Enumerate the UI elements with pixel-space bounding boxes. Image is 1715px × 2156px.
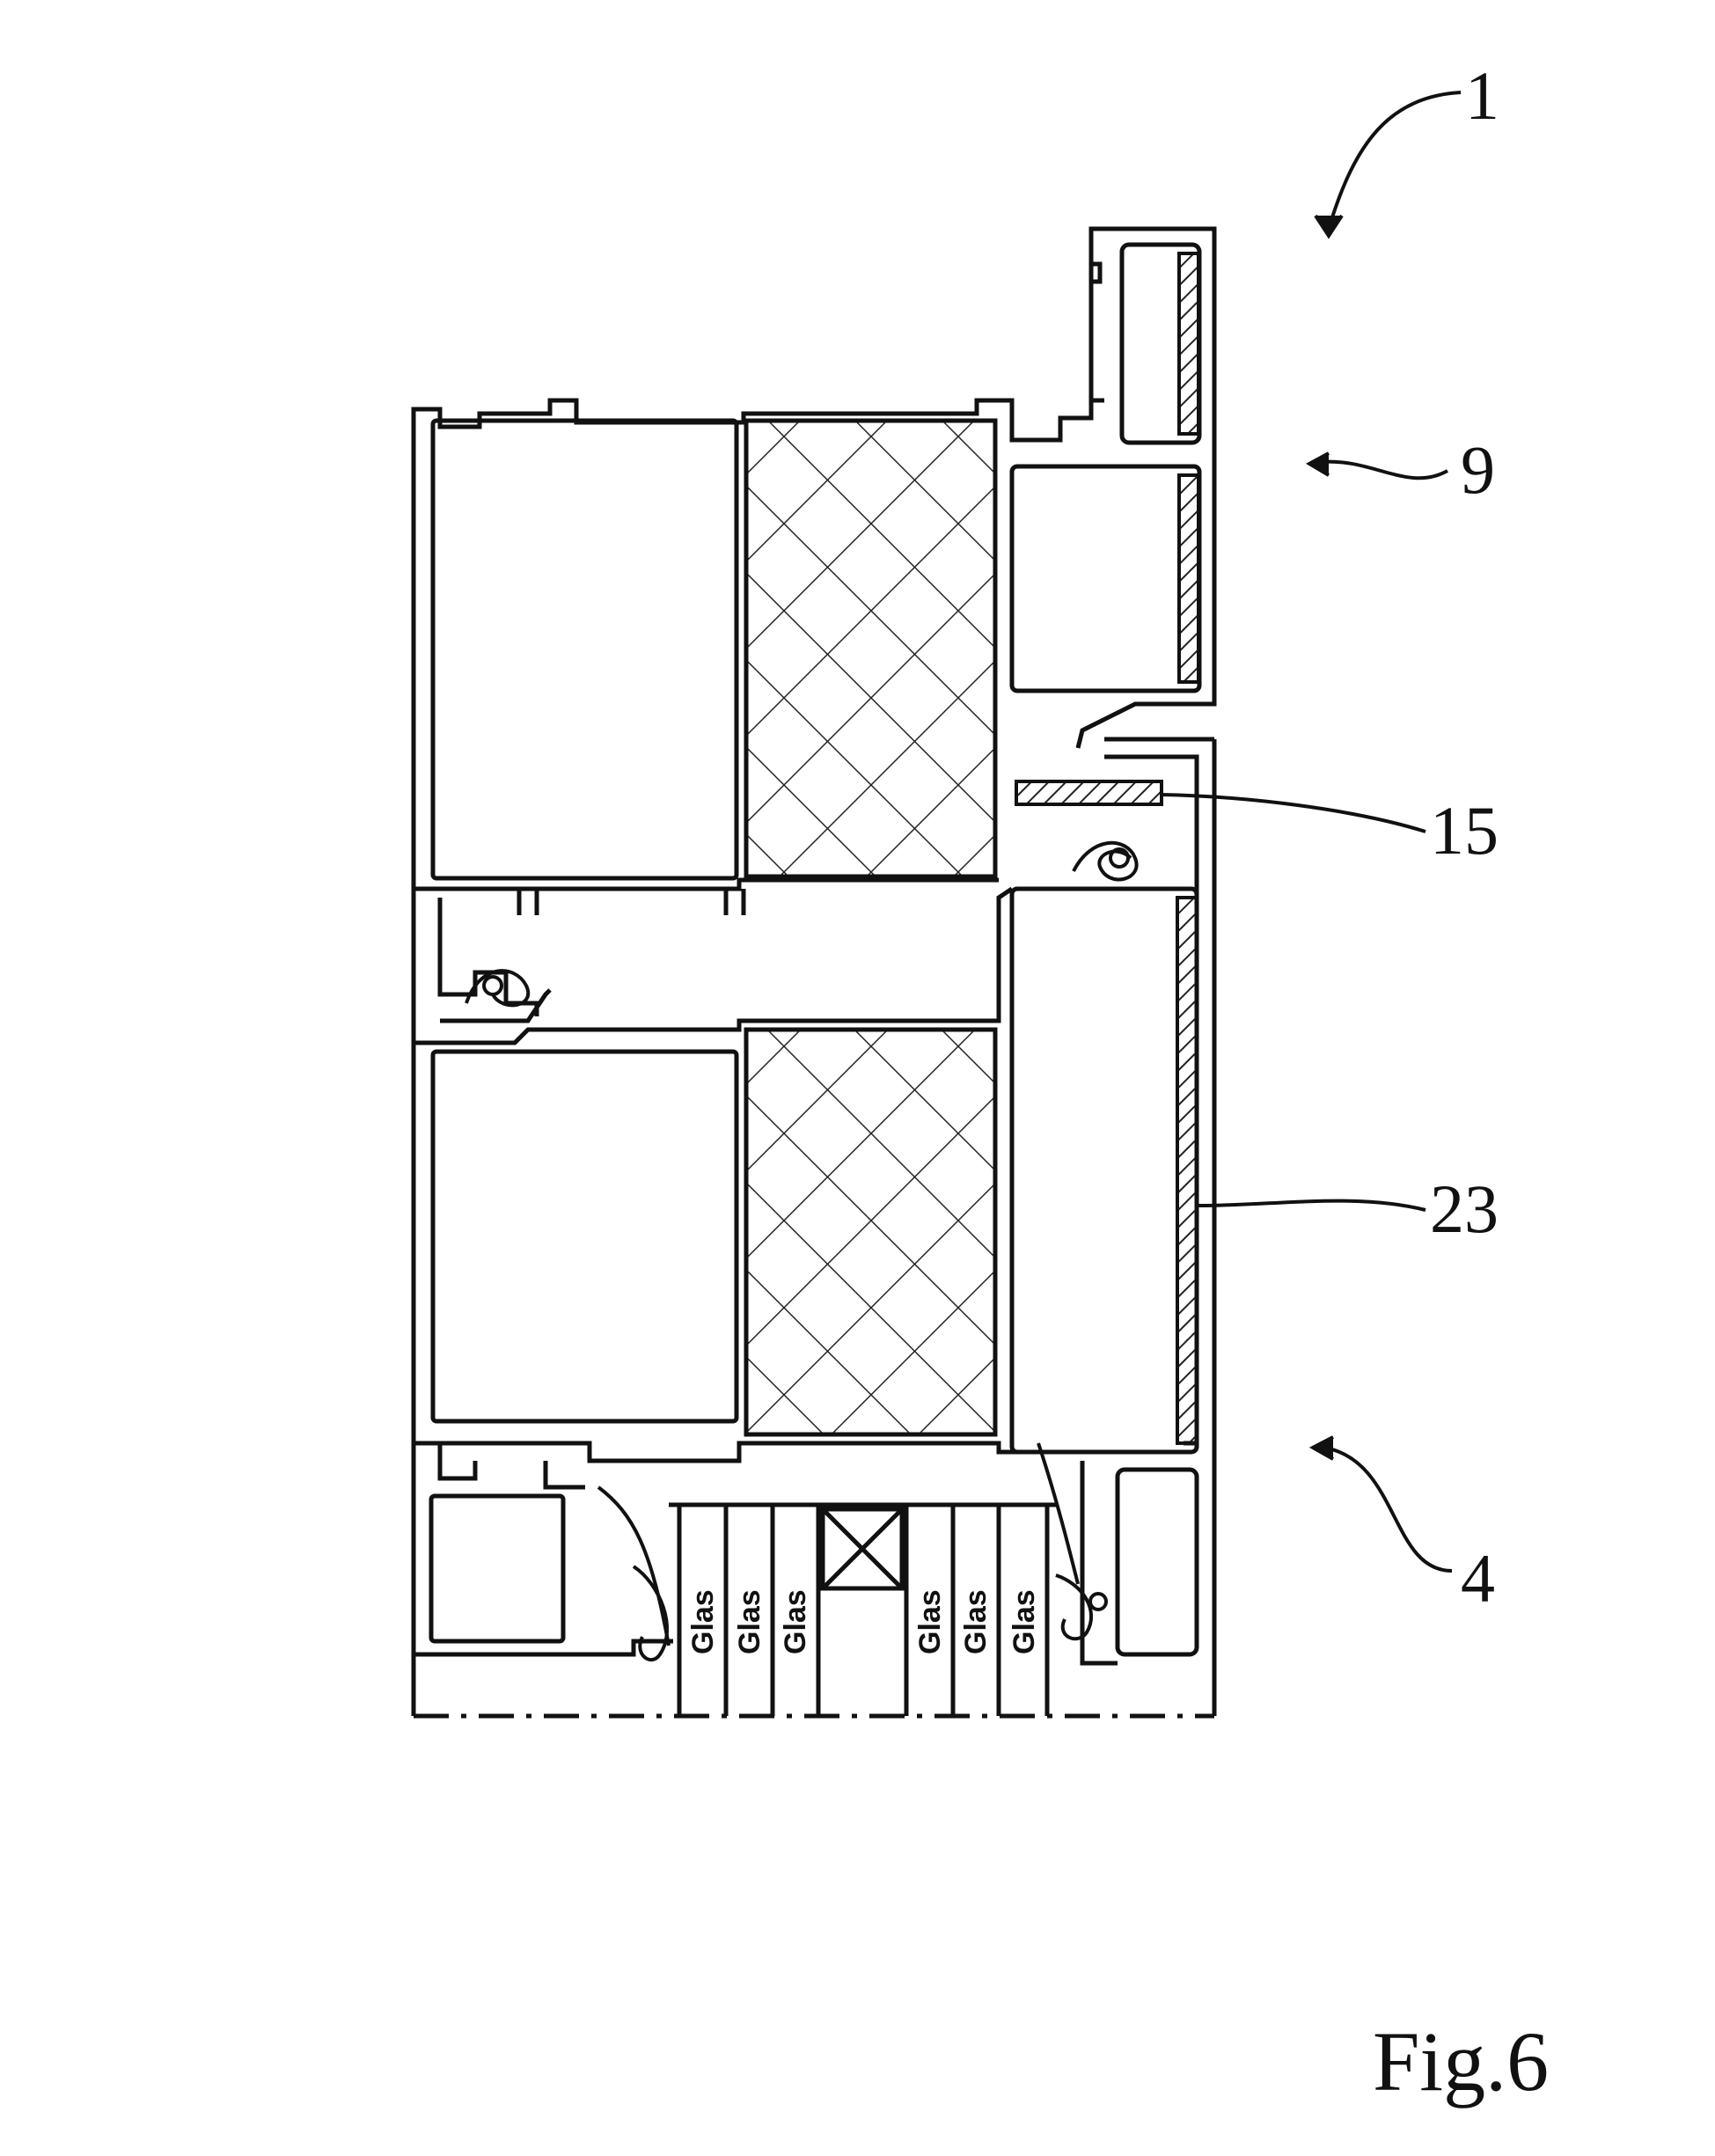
lower-inner-chamber	[433, 1052, 737, 1421]
glass-label-6: Glas	[1008, 1589, 1041, 1654]
upper-inner-chamber	[433, 421, 737, 878]
leader-4	[1324, 1448, 1452, 1571]
gasket-lower-right	[1056, 1575, 1091, 1639]
strip-top	[1179, 253, 1198, 434]
lower-left-box	[431, 1496, 563, 1641]
leader-23	[1198, 1201, 1426, 1210]
glass-label-2: Glas	[733, 1589, 766, 1654]
ref-numeral-1: 1	[1465, 57, 1499, 134]
reference-numerals: 1 9 15 23 4	[1430, 57, 1499, 1617]
upper-lower-rail	[414, 880, 999, 889]
frame-chamber-lower	[1012, 889, 1197, 1452]
glass-panes	[669, 1505, 1056, 1716]
glass-label-5: Glas	[959, 1589, 993, 1654]
strip-middle	[1179, 475, 1198, 682]
glass-pane-labels: Glas Glas Glas Glas Glas Glas	[686, 1589, 1041, 1654]
hatched-strips	[1016, 253, 1198, 1443]
frame-chamber-middle	[1012, 466, 1199, 691]
figure-label: Fig.6	[1373, 2014, 1549, 2108]
glass-label-4: Glas	[913, 1589, 947, 1654]
ref-numeral-4: 4	[1461, 1540, 1495, 1617]
frame-chamber-bottom	[1118, 1470, 1197, 1654]
strip-23	[1177, 898, 1197, 1443]
leader-9	[1320, 462, 1447, 479]
strip-15	[1016, 781, 1162, 804]
ref-numeral-15: 15	[1430, 792, 1499, 869]
glass-label-3: Glas	[779, 1589, 812, 1654]
ref-numeral-23: 23	[1430, 1170, 1499, 1247]
leader-15	[1162, 795, 1426, 832]
glass-label-1: Glas	[686, 1589, 720, 1654]
lower-insulation-block	[746, 1030, 995, 1434]
leader-lines	[1162, 92, 1461, 1571]
leader-1	[1329, 92, 1461, 229]
ref-numeral-9: 9	[1461, 431, 1495, 508]
upper-insulation-block	[746, 421, 995, 876]
